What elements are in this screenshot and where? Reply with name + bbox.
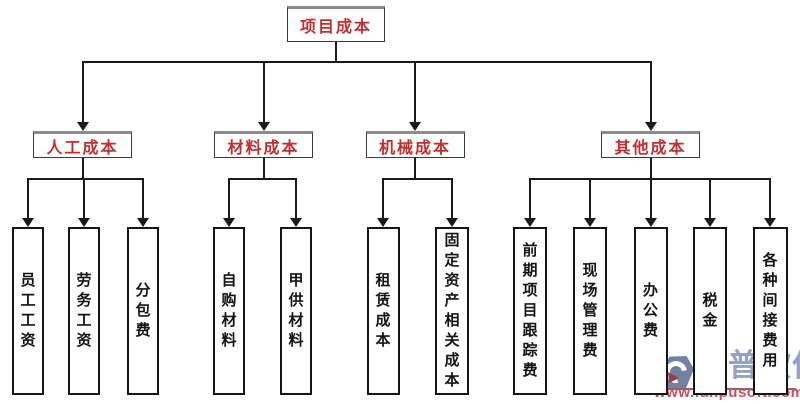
connector-line xyxy=(649,178,652,218)
node-office-fee: 办公费 xyxy=(633,227,668,395)
connector-line xyxy=(27,178,144,180)
node-fixed-asset-related-cost: 固定资产相关成本 xyxy=(435,227,469,395)
connector-line xyxy=(414,61,416,122)
connector-arrowhead-down xyxy=(22,218,34,227)
node-self-purchased-materials: 自购材料 xyxy=(213,227,245,395)
connector-line xyxy=(81,158,84,179)
connector-arrowhead-down xyxy=(257,122,270,131)
connector-arrowhead-down xyxy=(409,122,421,131)
node-label-subcontract-fee: 分包费 xyxy=(135,283,151,339)
node-label-site-management-fee: 现场管理费 xyxy=(582,263,598,359)
connector-line xyxy=(228,178,230,218)
connector-line xyxy=(649,158,652,179)
node-label-project-cost: 项目成本 xyxy=(299,19,372,36)
node-label-fixed-asset-related-cost: 固定资产相关成本 xyxy=(444,233,460,389)
node-early-project-tracking-fee: 前期项目跟踪费 xyxy=(513,227,547,395)
connector-line xyxy=(81,61,652,63)
connector-line xyxy=(228,178,297,180)
connector-line xyxy=(262,61,265,122)
connector-line xyxy=(382,178,453,180)
connector-line xyxy=(335,42,337,62)
node-label-other-cost: 其他成本 xyxy=(614,139,687,157)
connector-line xyxy=(81,61,84,122)
connector-arrowhead-down xyxy=(644,218,657,227)
connector-line xyxy=(262,158,265,179)
connector-line xyxy=(414,158,416,179)
node-site-management-fee: 现场管理费 xyxy=(573,227,607,395)
node-labor-service-wages: 劳务工资 xyxy=(68,227,100,395)
node-owner-supplied-materials: 甲供材料 xyxy=(280,227,312,395)
connector-arrowhead-down xyxy=(644,122,657,131)
logo-wedge xyxy=(668,372,679,383)
node-other-cost: 其他成本 xyxy=(601,131,700,158)
node-label-taxes: 税金 xyxy=(702,293,718,329)
node-various-indirect-expenses: 各种间接费用 xyxy=(752,227,788,395)
node-label-owner-supplied-materials: 甲供材料 xyxy=(288,273,304,349)
connector-arrowhead-down xyxy=(78,218,90,227)
connector-line xyxy=(295,178,297,218)
connector-line xyxy=(649,61,652,122)
node-label-various-indirect-expenses: 各种间接费用 xyxy=(762,253,778,369)
node-label-employee-wages: 员工工资 xyxy=(20,273,36,349)
connector-line xyxy=(529,178,531,218)
connector-line xyxy=(142,178,144,218)
node-taxes: 税金 xyxy=(693,227,727,395)
node-labor-cost: 人工成本 xyxy=(33,131,132,158)
connector-arrowhead-down xyxy=(223,218,235,227)
connector-line xyxy=(27,178,29,218)
connector-arrowhead-down xyxy=(584,218,596,227)
connector-arrowhead-down xyxy=(704,218,716,227)
node-label-rental-cost: 租赁成本 xyxy=(375,273,391,349)
node-project-cost: 项目成本 xyxy=(287,6,385,42)
connector-arrowhead-down xyxy=(377,218,389,227)
node-rental-cost: 租赁成本 xyxy=(366,227,400,395)
node-employee-wages: 员工工资 xyxy=(12,227,44,395)
connector-line xyxy=(382,178,384,218)
connector-line xyxy=(769,178,771,218)
node-material-cost: 材料成本 xyxy=(214,131,313,158)
connector-arrowhead-down xyxy=(764,218,776,227)
connector-line xyxy=(709,178,711,218)
node-label-labor-service-wages: 劳务工资 xyxy=(76,273,92,349)
node-machinery-cost: 机械成本 xyxy=(365,131,465,158)
node-label-office-fee: 办公费 xyxy=(642,283,658,339)
node-label-self-purchased-materials: 自购材料 xyxy=(221,273,237,349)
connector-line xyxy=(589,178,591,218)
connector-arrowhead-down xyxy=(76,122,89,131)
node-subcontract-fee: 分包费 xyxy=(127,227,159,395)
connector-arrowhead-down xyxy=(290,218,302,227)
connector-arrowhead-down xyxy=(524,218,536,227)
node-label-material-cost: 材料成本 xyxy=(227,139,300,157)
connector-arrowhead-down xyxy=(137,218,149,227)
node-label-labor-cost: 人工成本 xyxy=(46,139,119,157)
node-label-machinery-cost: 机械成本 xyxy=(378,139,451,157)
connector-line xyxy=(83,178,85,218)
node-label-early-project-tracking-fee: 前期项目跟踪费 xyxy=(522,243,538,379)
connector-arrowhead-down xyxy=(446,218,458,227)
connector-line xyxy=(451,178,453,218)
